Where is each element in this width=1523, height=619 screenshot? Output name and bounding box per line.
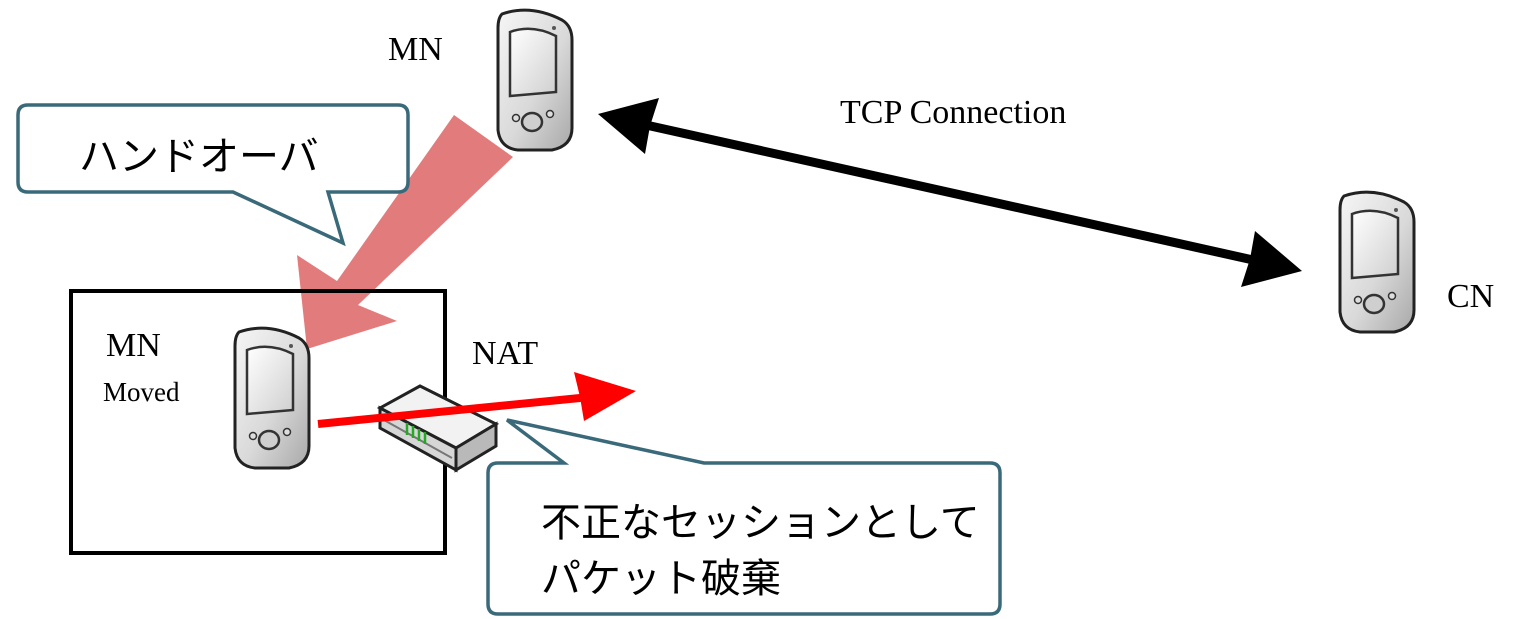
tcp-connection-arrow: [598, 98, 1302, 287]
nat-label: NAT: [472, 335, 538, 372]
mn-moved-label: MN: [106, 327, 161, 364]
mn-label: MN: [388, 31, 443, 68]
tcp-connection-label: TCP Connection: [840, 94, 1066, 131]
moved-sublabel: Moved: [103, 377, 180, 407]
packet-drop-callout-line2: パケット破棄: [541, 556, 781, 602]
nat-router-icon: [376, 384, 500, 473]
handover-callout-text: ハンドオーバ: [79, 134, 319, 180]
packet-drop-callout: [486, 418, 1002, 616]
mn-moved-pda-icon: [233, 326, 311, 470]
mn-top-pda-icon: [496, 8, 574, 152]
packet-drop-callout-line1: 不正なセッションとして: [541, 500, 980, 546]
cn-pda-icon: [1338, 190, 1416, 334]
handover-callout: [16, 103, 410, 247]
cn-label: CN: [1447, 278, 1494, 315]
nat-packet-arrow: [317, 372, 636, 428]
